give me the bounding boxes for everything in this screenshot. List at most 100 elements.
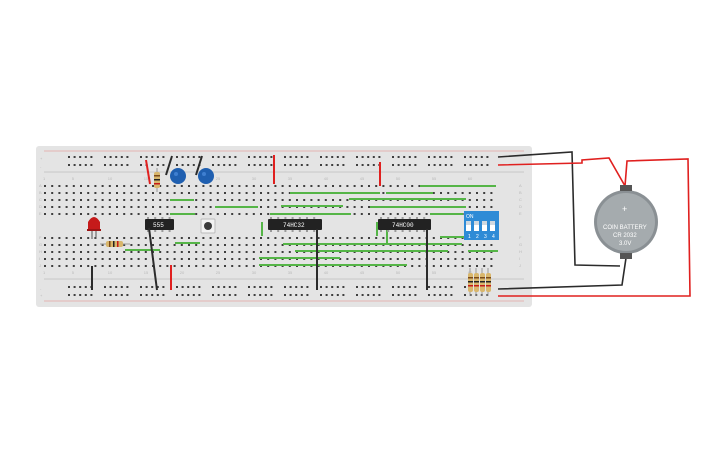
hole	[123, 213, 126, 215]
hole	[274, 185, 277, 187]
hole	[173, 206, 176, 208]
chip-pin	[168, 230, 171, 232]
dip-lever-knob	[466, 221, 471, 225]
pushbutton-icon[interactable]	[200, 218, 216, 234]
red-led-icon[interactable]	[87, 217, 101, 239]
resistor-band	[468, 281, 473, 283]
hole	[166, 206, 169, 208]
rail-hole	[156, 286, 159, 288]
rail-hole	[464, 164, 466, 166]
hole	[137, 258, 140, 260]
chip-74hc32[interactable]: 74HC32	[268, 219, 322, 230]
hole	[87, 206, 90, 208]
rail-hole	[325, 294, 328, 296]
rail-hole	[336, 156, 339, 158]
hole	[108, 206, 111, 208]
hole	[476, 265, 478, 267]
hole	[353, 206, 356, 208]
rail-hole	[228, 164, 231, 166]
hole	[51, 251, 54, 253]
hole	[173, 185, 176, 187]
resistor-icon[interactable]	[100, 241, 130, 247]
hole	[159, 237, 162, 239]
rail-hole	[397, 164, 400, 166]
row-letter: A	[519, 183, 522, 188]
dip-switch[interactable]: ON 1 2 3 4	[464, 211, 499, 240]
rail-hole	[444, 294, 447, 296]
hole	[245, 213, 248, 215]
hole	[339, 185, 342, 187]
hole	[360, 206, 363, 208]
dip-switch-levers[interactable]	[466, 221, 495, 231]
battery-line3: 3.0V	[619, 241, 631, 247]
hole	[216, 251, 219, 253]
hole	[44, 237, 46, 239]
rail-hole	[392, 156, 394, 158]
column-number: 40	[324, 176, 329, 181]
row-letter: J	[39, 263, 41, 268]
hole	[274, 251, 277, 253]
hole	[166, 258, 169, 260]
hole	[346, 258, 349, 260]
hole	[389, 258, 392, 260]
hole	[454, 265, 457, 267]
rail-hole	[428, 164, 430, 166]
resistor-band	[474, 277, 479, 279]
hole	[288, 185, 291, 187]
hole	[180, 185, 183, 187]
column-number: 15	[144, 270, 149, 275]
hole	[65, 185, 68, 187]
ceramic-capacitor-icon[interactable]	[165, 155, 186, 184]
coin-battery-icon[interactable]: + COIN BATTERY CR 2032 3.0V	[594, 185, 658, 259]
hole	[245, 258, 248, 260]
hole	[224, 192, 226, 194]
hole	[188, 185, 190, 187]
jumper-wires[interactable]	[125, 185, 498, 266]
wires[interactable]	[91, 151, 691, 297]
rail-hole	[259, 294, 262, 296]
rail-symbol: -	[40, 286, 42, 291]
hole	[101, 185, 104, 187]
column-number: 30	[252, 176, 257, 181]
rail-hole	[151, 294, 154, 296]
resistor-icon[interactable]	[154, 168, 160, 192]
hole	[404, 258, 406, 260]
hole	[44, 199, 46, 201]
hole	[51, 206, 54, 208]
hole	[224, 213, 226, 215]
rail-hole	[181, 286, 184, 288]
hole	[130, 265, 133, 267]
chip-pin	[380, 217, 382, 219]
chip-74hc00[interactable]: 74HC00	[378, 219, 431, 230]
hole	[267, 213, 270, 215]
hole	[238, 192, 241, 194]
rail-hole	[192, 156, 195, 158]
hole	[476, 192, 478, 194]
hole	[87, 199, 90, 201]
hole	[80, 199, 82, 201]
chip-pin	[401, 217, 404, 219]
row-letter: H	[519, 249, 522, 254]
hole	[317, 185, 320, 187]
hole	[94, 244, 97, 246]
hole	[216, 244, 219, 246]
hole	[332, 199, 334, 201]
ceramic-capacitor-icon[interactable]	[195, 155, 214, 184]
column-number: 5	[72, 270, 75, 275]
resistor-bank[interactable]	[468, 268, 491, 296]
hole	[209, 213, 212, 215]
hole	[144, 265, 147, 267]
hole	[216, 265, 219, 267]
hole	[173, 258, 176, 260]
hole	[188, 265, 190, 267]
resistor-band	[468, 285, 473, 287]
chip-pin	[394, 230, 397, 232]
chip-pin	[277, 217, 280, 219]
hole	[267, 244, 270, 246]
hole	[202, 258, 205, 260]
hole	[461, 244, 464, 246]
hole	[375, 237, 378, 239]
chip-555[interactable]: 555	[145, 219, 174, 230]
hole	[202, 185, 205, 187]
